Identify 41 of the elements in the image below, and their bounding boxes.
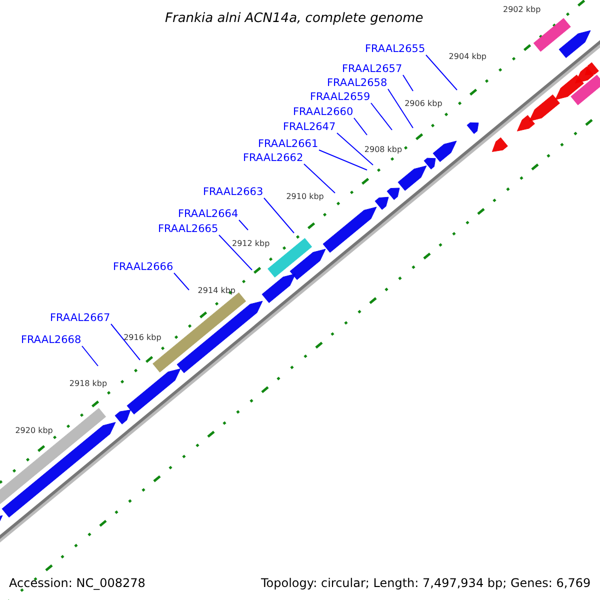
genome-summary-note: Topology: circular; Length: 7,497,934 bp; Genes: 6,769	[261, 577, 591, 589]
leader-line	[388, 88, 414, 128]
gene-label: FRAAL2667	[50, 313, 110, 324]
gene-label: FRAAL2666	[113, 262, 174, 272]
position-label: 2910 kbp	[286, 193, 324, 202]
gene-label: FRAAL2663	[203, 187, 264, 198]
leader-line	[264, 198, 294, 234]
position-label: 2916 kbp	[124, 334, 162, 342]
leader-line	[426, 54, 458, 90]
gene-label: FRAAL2659	[310, 92, 370, 102]
leader-line	[370, 102, 392, 130]
gene-label: FRAAL2658	[327, 78, 388, 88]
leader-line	[82, 346, 98, 366]
leader-line	[238, 220, 248, 230]
accession-note: Accession: NC_008278	[9, 577, 146, 589]
map-title: Frankia alni ACN14a, complete genome	[165, 12, 424, 25]
gene-label: FRAAL2662	[243, 153, 304, 164]
leader-line	[402, 74, 414, 92]
gene-label: FRAAL2664	[178, 209, 238, 220]
leader-line	[174, 272, 190, 290]
leader-line	[354, 118, 368, 136]
position-label: 2918 kbp	[69, 380, 108, 388]
gene-label: FRAAL2668	[21, 335, 82, 346]
gene-label: FRAAL2657	[342, 64, 402, 74]
position-label: 2912 kbp	[232, 240, 270, 248]
leader-line	[218, 234, 252, 270]
position-label: 2906 kbp	[404, 100, 442, 108]
gene-label: FRAAL2665	[158, 224, 218, 234]
position-label: 2902 kbp	[503, 6, 541, 14]
leader-line	[110, 324, 140, 360]
leader-line	[304, 164, 336, 194]
position-label: 2914 kbp	[198, 286, 236, 295]
position-label: 2908 kbp	[364, 146, 402, 154]
gene-label: FRAAL2661	[258, 139, 318, 150]
position-label: 2920 kbp	[15, 427, 53, 436]
leader-line	[318, 150, 368, 170]
gene-label: FRAAL2655	[365, 44, 426, 54]
position-label: 2904 kbp	[448, 52, 486, 61]
gene-label: FRAAL2660	[293, 107, 354, 118]
gene-label: FRAL2647	[283, 122, 336, 132]
leader-line	[336, 132, 374, 166]
